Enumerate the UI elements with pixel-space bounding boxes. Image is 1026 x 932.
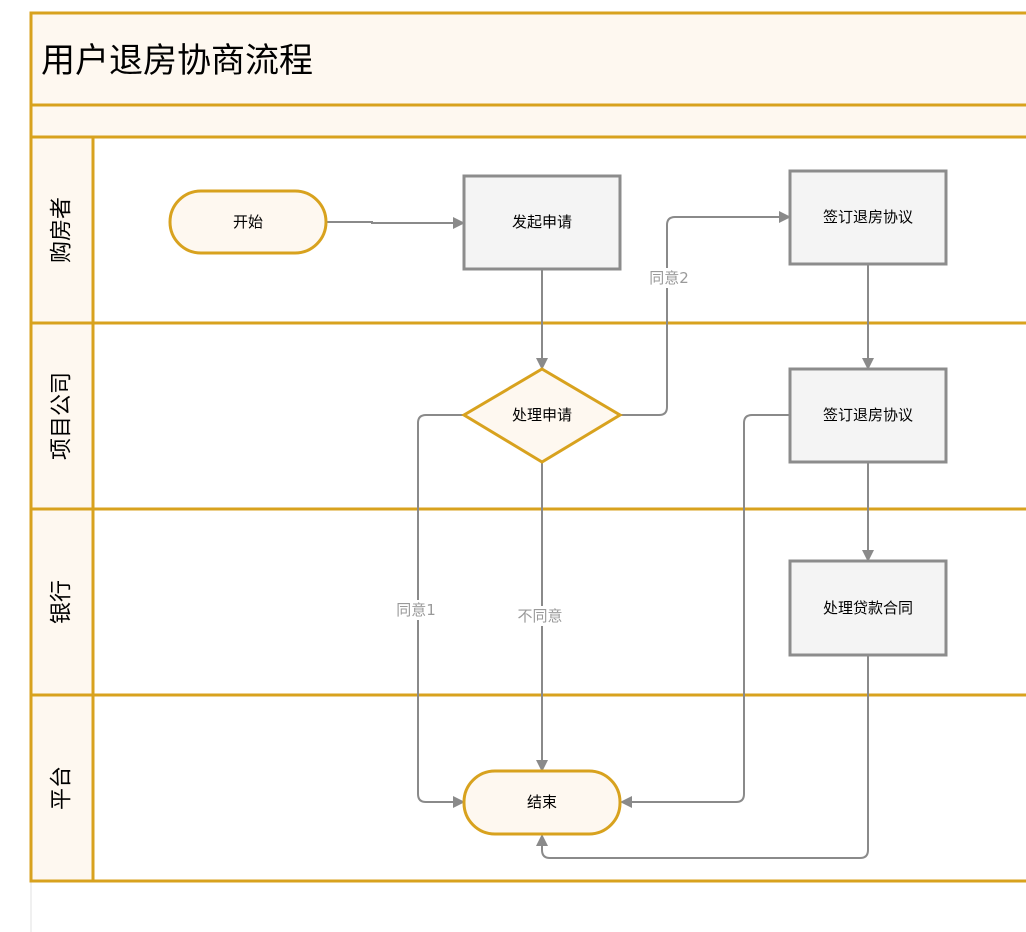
node-sign-company-label: 签订退房协议	[823, 406, 913, 424]
edge-label-disagree-group: 不同意	[512, 606, 572, 626]
edge-label-agree2-group: 同意2	[645, 268, 691, 288]
title-band	[29, 11, 1026, 107]
node-sign-buyer-label: 签订退房协议	[823, 208, 913, 226]
lane-label-buyer: 购房者	[50, 197, 75, 263]
lane-label-platform: 平台	[50, 766, 75, 810]
node-sign-company[interactable]: 签订退房协议	[788, 367, 948, 464]
node-end[interactable]: 结束	[462, 769, 622, 836]
edge-label-disagree: 不同意	[517, 607, 562, 625]
node-process-label: 处理申请	[512, 406, 572, 424]
node-apply-label: 发起申请	[512, 213, 572, 231]
node-start-label: 开始	[233, 213, 263, 231]
lane-label-company: 项目公司	[50, 372, 75, 460]
connector-agree2	[620, 211, 791, 416]
edge-label-agree1-group: 同意1	[392, 600, 442, 620]
node-start[interactable]: 开始	[168, 189, 328, 255]
lane-label-bank: 银行	[50, 580, 75, 624]
edge-label-agree1: 同意1	[396, 601, 436, 619]
lane-platform-header	[29, 693, 95, 883]
subheader-band	[29, 103, 1026, 139]
page-title: 用户退房协商流程	[41, 41, 313, 81]
connector-sign-company-to-end	[620, 414, 790, 808]
node-loan[interactable]: 处理贷款合同	[788, 559, 948, 657]
node-loan-label: 处理贷款合同	[823, 599, 913, 617]
node-sign-buyer[interactable]: 签订退房协议	[788, 169, 948, 266]
node-apply[interactable]: 发起申请	[462, 174, 622, 271]
connector-start-to-apply	[326, 217, 465, 229]
edge-label-agree2: 同意2	[649, 269, 689, 287]
node-end-label: 结束	[527, 793, 557, 811]
connector-loan-to-end	[536, 655, 869, 859]
node-process-decision[interactable]: 处理申请	[461, 367, 623, 464]
